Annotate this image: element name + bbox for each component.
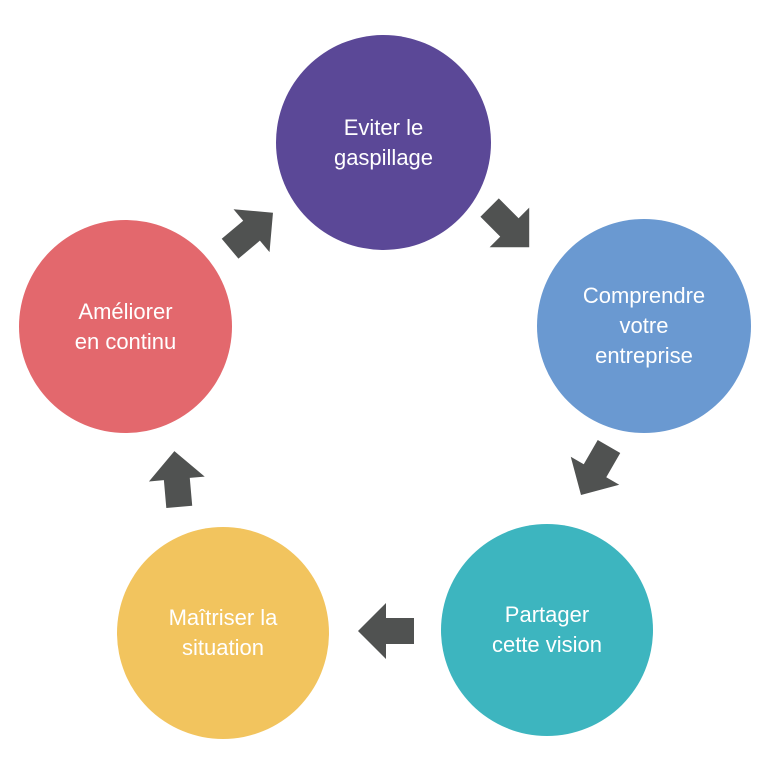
arrow-icon	[480, 198, 530, 248]
arrow-icon	[358, 603, 414, 659]
cycle-node-eviter-gaspillage: Eviter le gaspillage	[276, 35, 491, 250]
cycle-node-maitriser-situation: Maîtriser la situation	[117, 527, 329, 739]
node-label: Maîtriser la situation	[168, 605, 278, 660]
cycle-node-ameliorer-continu: Améliorer en continu	[19, 220, 232, 433]
node-label: Comprendre votre entreprise	[582, 283, 706, 368]
node-label: Eviter le gaspillage	[333, 114, 434, 170]
arrow-icon	[570, 439, 621, 495]
arrow-icon	[148, 451, 205, 509]
cycle-node-comprendre-entreprise: Comprendre votre entreprise	[537, 219, 751, 433]
node-label: Partager cette vision	[491, 602, 603, 657]
cycle-node-partager-vision: Partager cette vision	[441, 524, 653, 736]
arrow-icon	[221, 209, 273, 259]
node-label: Améliorer en continu	[74, 298, 177, 354]
